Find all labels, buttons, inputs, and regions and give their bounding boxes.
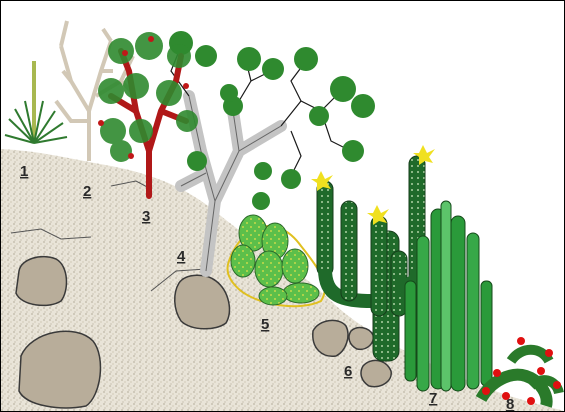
- label-8: 8: [506, 396, 514, 411]
- label-1: 1: [20, 163, 28, 180]
- label-7: 7: [429, 390, 437, 407]
- rock: [19, 331, 100, 408]
- rock: [349, 328, 373, 350]
- rock: [313, 320, 348, 356]
- label-5: 5: [261, 316, 269, 333]
- rock: [361, 360, 391, 386]
- label-6: 6: [344, 363, 352, 380]
- prickly-pear-cactus: [228, 215, 325, 306]
- label-3: 3: [142, 208, 150, 225]
- label-4: 4: [177, 248, 186, 265]
- rock: [16, 257, 66, 306]
- label-2: 2: [83, 183, 91, 200]
